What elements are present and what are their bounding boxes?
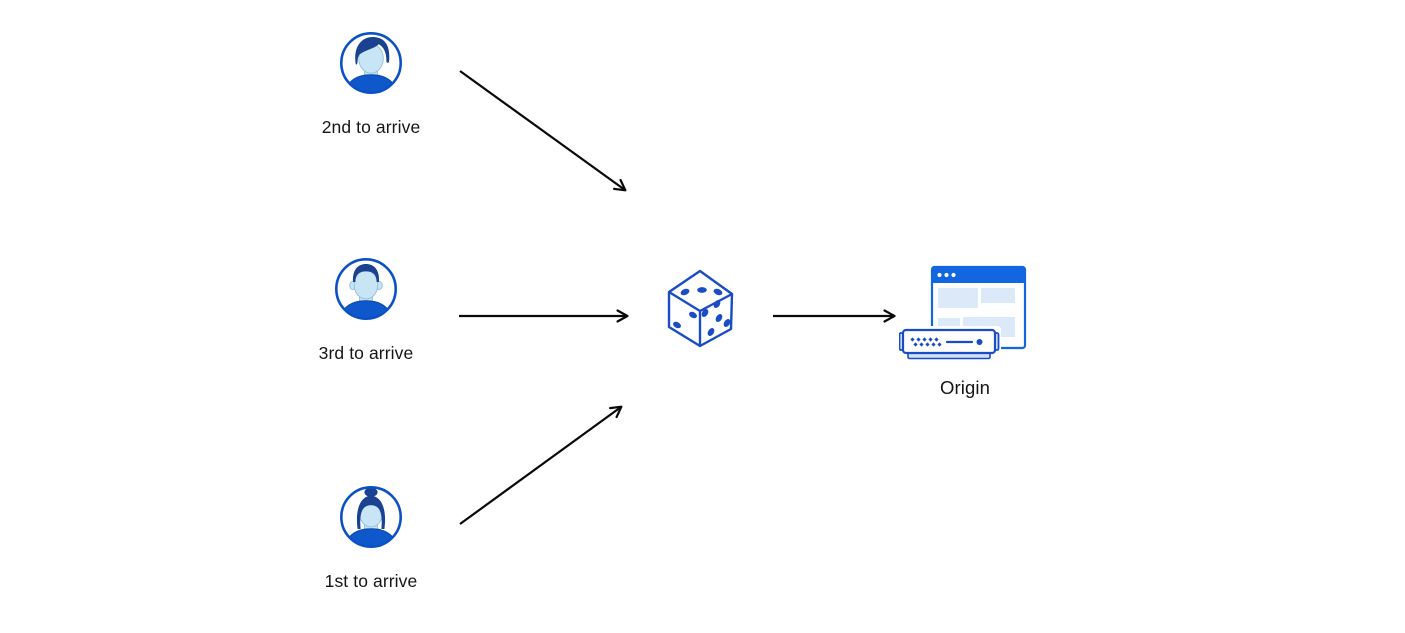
node-randomizer: [662, 262, 742, 352]
origin-label: Origin: [940, 377, 990, 398]
dice-icon: [667, 269, 734, 348]
node-visitor-middle: 3rd to arrive: [296, 256, 436, 363]
node-origin: Origin: [899, 264, 1031, 398]
visitor-bottom-label: 1st to arrive: [324, 571, 418, 591]
server-led-icon: [976, 339, 983, 345]
server-vent-pattern: [910, 337, 942, 347]
node-visitor-top: 2nd to arrive: [301, 30, 441, 137]
woman-avatar-icon: [339, 485, 403, 549]
arrow-visitor-top-to-dice: [459, 70, 627, 192]
man-avatar-icon: [334, 257, 398, 321]
visitor-top-label: 2nd to arrive: [321, 117, 421, 137]
node-visitor-bottom: 1st to arrive: [301, 484, 441, 591]
origin-server-icon: [899, 265, 1027, 360]
window-dots-icon: [937, 272, 956, 278]
man-avatar-icon: [339, 31, 403, 95]
arrow-visitor-bottom-to-dice: [459, 405, 623, 525]
visitor-middle-label: 3rd to arrive: [318, 343, 414, 363]
